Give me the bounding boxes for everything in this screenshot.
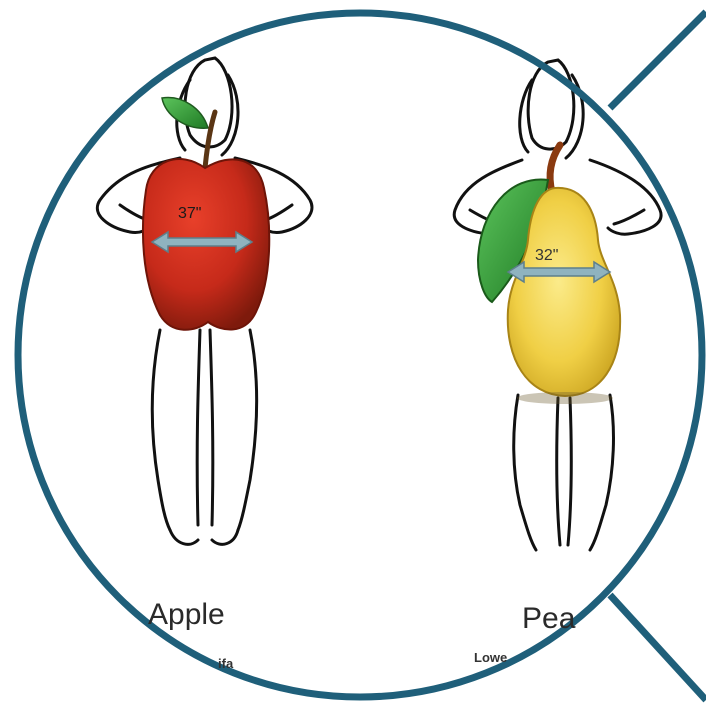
pear-shadow	[517, 392, 613, 404]
apple-figure: 37"	[97, 58, 312, 544]
pear-waist-label: 32"	[535, 247, 558, 264]
pear-stem	[550, 145, 560, 192]
cross-line-lower	[610, 595, 706, 700]
pear-figure: 32"	[454, 60, 661, 550]
apple-waist-label: 37"	[178, 205, 201, 222]
cross-line-upper	[610, 12, 706, 108]
apple-leaf	[162, 98, 208, 129]
pear-title: Pea	[522, 602, 575, 636]
apple-stem	[205, 112, 215, 168]
apple-title: Apple	[148, 598, 225, 632]
apple-caption: ifa	[218, 656, 233, 671]
pear-caption: Lowe	[474, 650, 507, 665]
